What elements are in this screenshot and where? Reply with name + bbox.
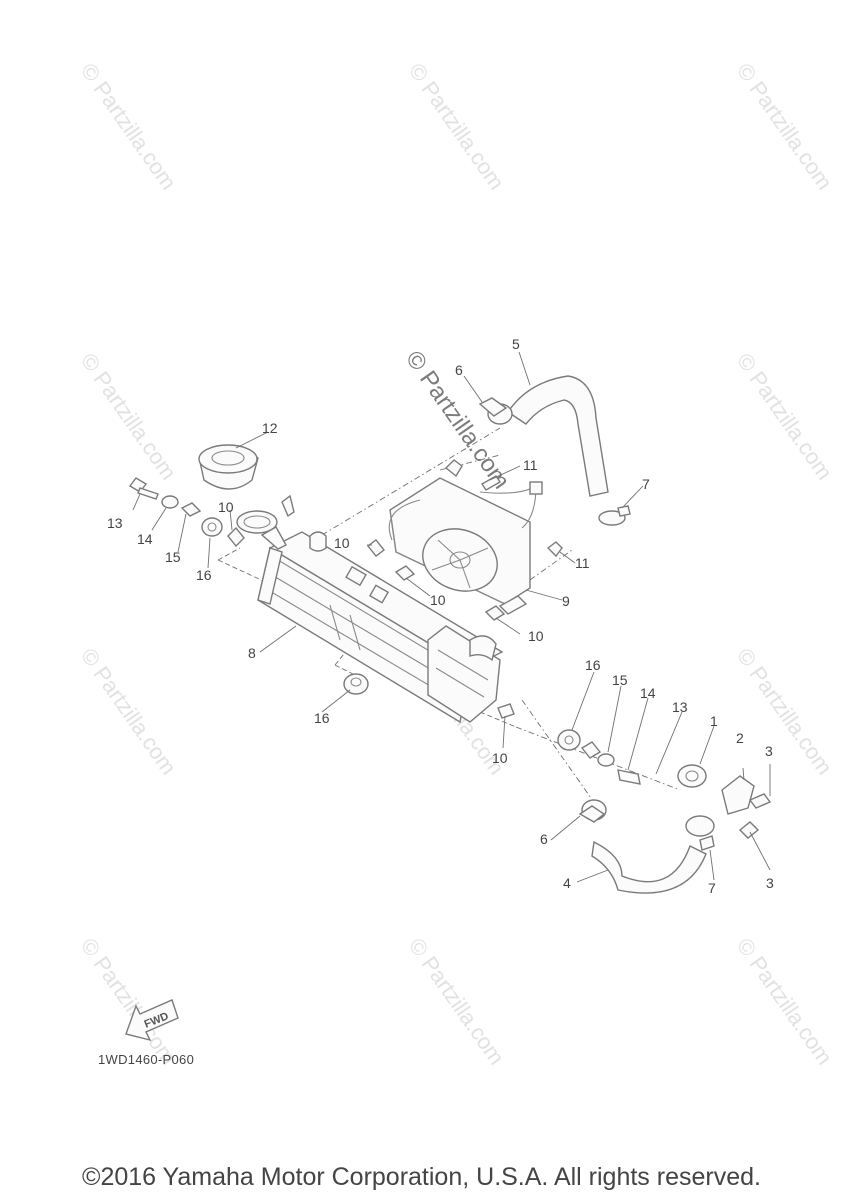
callout-2: 2 (736, 730, 744, 746)
callout-3-top: 3 (765, 743, 773, 759)
callout-10-e: 10 (492, 750, 508, 766)
watermark: © Partzilla.com (76, 349, 182, 485)
copyright: ©2016 Yamaha Motor Corporation, U.S.A. A… (82, 1163, 761, 1191)
callout-5: 5 (512, 336, 520, 352)
watermark: © Partzilla.com (76, 934, 182, 1070)
callout-15-right: 15 (612, 672, 628, 688)
callout-8: 8 (248, 645, 256, 661)
fan-wiring (479, 481, 543, 529)
callout-7-top: 7 (642, 476, 650, 492)
fan-bolts (444, 459, 563, 558)
callout-14-left: 14 (137, 531, 153, 547)
callout-16-left: 16 (196, 567, 212, 583)
hose-clamps-top (478, 397, 631, 526)
fan-assembly (388, 477, 531, 615)
leader-lines (132, 351, 771, 883)
callout-6-bottom: 6 (540, 831, 548, 847)
right-mount-hardware (557, 729, 641, 785)
callouts: 12 5 6 7 11 11 9 8 16 10 10 10 10 10 13 … (107, 336, 774, 896)
thermostat-parts (677, 764, 772, 839)
callout-15-left: 15 (165, 549, 181, 565)
filler-neck (236, 494, 295, 550)
callout-12: 12 (262, 420, 278, 436)
watermark: © Partzilla.com (404, 59, 510, 195)
callout-16-lower: 16 (314, 710, 330, 726)
hose-lower (578, 799, 715, 894)
callout-10-c: 10 (430, 592, 446, 608)
callout-10-b: 10 (334, 535, 350, 551)
callout-10-d: 10 (528, 628, 544, 644)
callout-9: 9 (562, 593, 570, 609)
radiator-cap (198, 444, 259, 490)
lower-grommet (343, 673, 369, 695)
callout-4: 4 (563, 875, 571, 891)
watermark: © Partzilla.com (76, 59, 182, 195)
callout-11-right: 11 (575, 555, 590, 571)
radiator-side-tank (427, 625, 501, 723)
callout-3-bottom: 3 (766, 875, 774, 891)
watermark: © Partzilla.com (732, 644, 838, 780)
watermark: © Partzilla.com (732, 349, 838, 485)
callout-1: 1 (710, 713, 718, 729)
watermark: © Partzilla.com (76, 644, 182, 780)
callout-10-a: 10 (218, 499, 234, 515)
callout-7-bottom: 7 (708, 880, 716, 896)
watermark: © Partzilla.com (732, 934, 838, 1070)
callout-11-top: 11 (523, 457, 538, 473)
callout-6-top: 6 (455, 362, 463, 378)
left-mount-hardware (128, 477, 223, 537)
diagram-code: 1WD1460-P060 (98, 1052, 195, 1067)
callout-14-right: 14 (640, 685, 656, 701)
callout-16-right: 16 (585, 657, 601, 673)
callout-13-left: 13 (107, 515, 123, 531)
dampers (227, 526, 515, 719)
callout-13-right: 13 (672, 699, 688, 715)
watermark: © Partzilla.com (404, 934, 510, 1070)
watermark: © Partzilla.com (732, 59, 838, 195)
